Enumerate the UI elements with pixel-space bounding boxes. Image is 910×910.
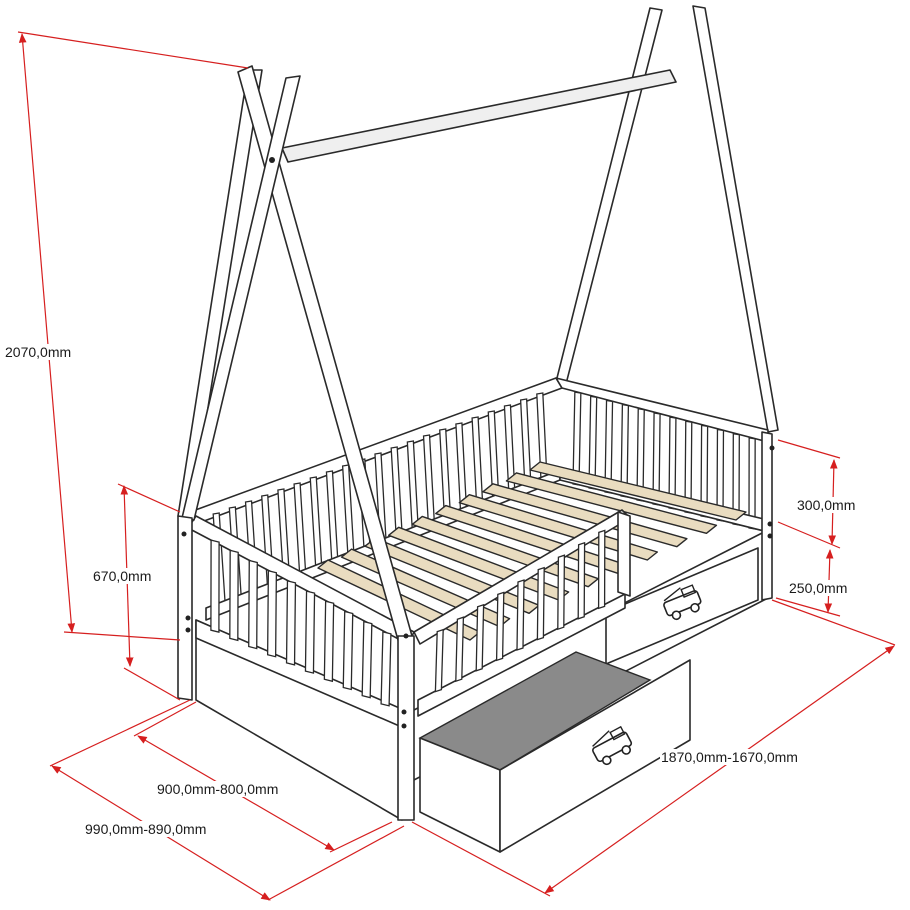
front-side-rail	[187, 509, 631, 729]
front-spindle	[361, 620, 373, 699]
length-label: 1870,0mm-1670,0mm	[660, 749, 799, 765]
front-spindle	[229, 549, 239, 642]
back-spindle	[390, 446, 403, 536]
total-height-label: 2070,0mm	[4, 344, 73, 360]
back-spindle	[471, 416, 484, 505]
front-spindle	[380, 630, 392, 707]
back-spindle	[519, 398, 532, 486]
back-spindle	[406, 440, 419, 530]
inner-width-label: 900,0mm-800,0mm	[156, 781, 280, 797]
bed-slat	[529, 461, 747, 521]
bed-slat	[505, 472, 718, 535]
drawer-height-label: 250,0mm	[788, 580, 849, 596]
front-spindle	[304, 590, 316, 674]
back-spindle	[422, 434, 435, 523]
back-spindle	[455, 422, 468, 511]
back-spindle	[439, 428, 452, 517]
front-spindle	[342, 610, 354, 691]
guard-spindle	[557, 554, 566, 631]
guard-spindle	[597, 529, 606, 610]
front-teepee-frame	[177, 65, 775, 821]
guard-spindle	[495, 591, 505, 662]
side-height-label: 670,0mm	[92, 568, 153, 584]
guard-spindle	[577, 541, 586, 620]
front-spindle	[210, 539, 220, 634]
guard-spindle	[475, 603, 485, 672]
dimension-lines	[17, 31, 896, 901]
rail-height-label: 300,0mm	[796, 497, 857, 513]
back-teepee-frame	[281, 5, 779, 433]
front-spindle	[323, 600, 335, 683]
back-spindle	[309, 476, 323, 567]
front-spindle	[266, 569, 278, 658]
back-spindle	[293, 482, 307, 574]
guard-spindle	[516, 579, 525, 651]
guard-spindle	[434, 628, 444, 693]
back-spindle	[325, 470, 339, 561]
guard-spindle	[455, 616, 465, 683]
fire-truck-icon	[663, 584, 702, 621]
front-spindle	[285, 580, 297, 666]
front-spindle	[248, 559, 258, 650]
outer-width-label: 990,0mm-890,0mm	[84, 821, 208, 837]
guard-spindle	[536, 566, 545, 641]
